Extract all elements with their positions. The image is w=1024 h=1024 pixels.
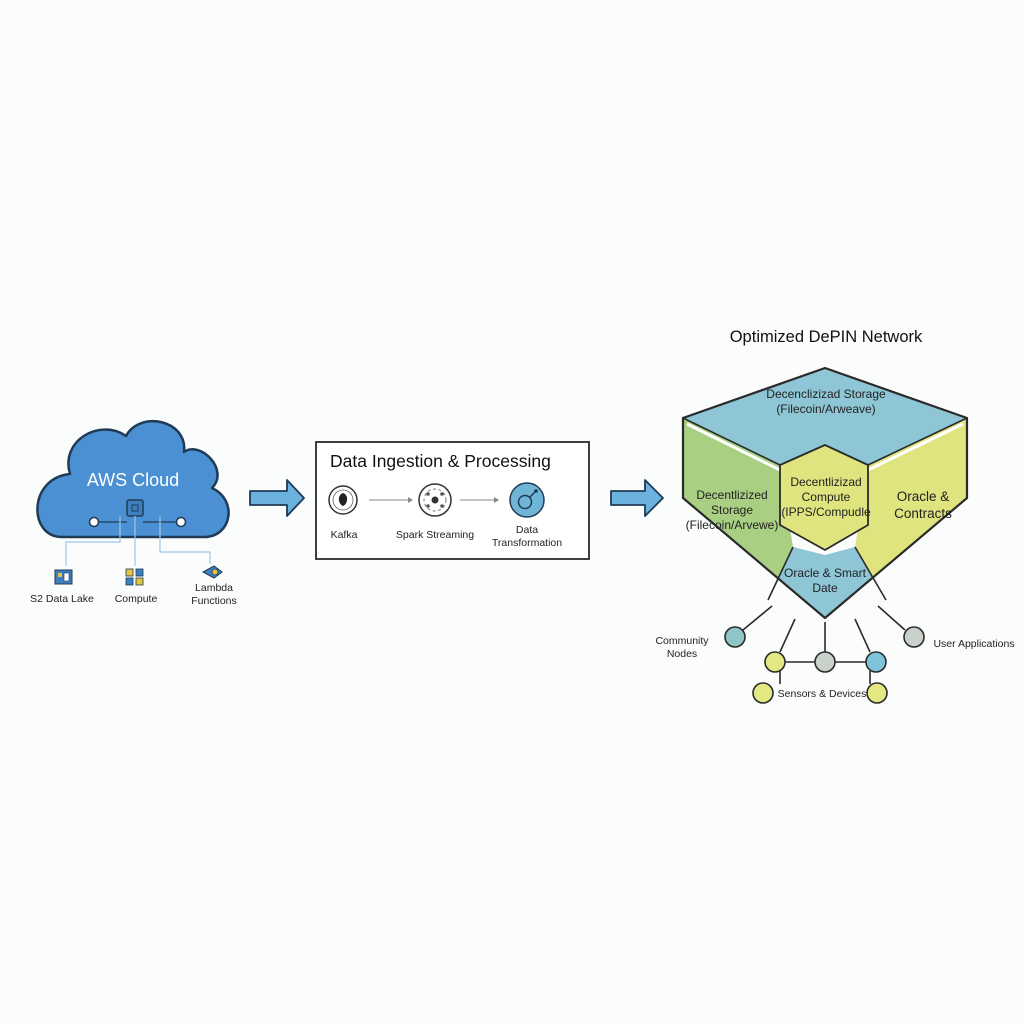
cloud-port-left [88, 516, 100, 528]
step-connector-2-head [494, 497, 499, 503]
network-nodes [724, 626, 925, 704]
hex-segment-center [779, 444, 869, 551]
kafka-icon [328, 485, 358, 515]
network-node-1 [764, 651, 786, 673]
sensors-devices-label: Sensors & Devices [777, 688, 867, 700]
hex-outline [681, 366, 969, 620]
user-applications-label: User Applications [933, 638, 1015, 650]
network-node-3 [865, 651, 887, 673]
network-title: Optimized DePIN Network [729, 328, 923, 346]
step-label-spark: Spark Streaming [395, 529, 475, 541]
step-connector-1-head [408, 497, 413, 503]
sensor-node-left [752, 682, 774, 704]
service-label-data-lake: S2 Data Lake [30, 593, 94, 605]
connector-to-datalake [65, 516, 121, 566]
cloud-port-right [175, 516, 187, 528]
ingestion-box [315, 441, 590, 560]
user-app-node [903, 626, 925, 648]
flow-arrow-2 [610, 479, 664, 517]
hex-dividers [682, 417, 968, 601]
service-label-compute: Compute [114, 593, 158, 605]
aws-cloud-title: AWS Cloud [86, 470, 180, 490]
step-label-transformation: Data Transformation [491, 524, 563, 550]
community-nodes-label: Community Nodes [655, 635, 709, 661]
node-connections [742, 605, 906, 684]
segment-label-center: Decentlizizad Compute (IPPS/Compudle [781, 475, 871, 519]
aws-cloud-group [36, 419, 230, 586]
spark-icon [418, 483, 452, 517]
segment-label-bottom: Oracle & Smart Date [783, 566, 867, 595]
transformation-icon [509, 482, 545, 518]
segment-label-top: Decenclizizad Storage (Filecoin/Arweave) [766, 387, 886, 416]
network-node-2 [814, 651, 836, 673]
ingestion-title: Data Ingestion & Processing [330, 451, 551, 471]
hex-segment-top [683, 368, 967, 465]
aws-hub-icon [126, 499, 144, 517]
storage-icon [54, 569, 73, 585]
service-label-lambda: Lambda Functions [191, 582, 237, 608]
connector-to-lambda [159, 516, 211, 564]
sensor-node-right [866, 682, 888, 704]
compute-grid-icon [125, 568, 144, 586]
lambda-icon [201, 565, 223, 579]
community-node [724, 626, 746, 648]
segment-label-left: Decentlizized Storage (Filecoin/Arvewe) [685, 488, 779, 532]
flow-arrow-1 [249, 479, 305, 517]
segment-label-right: Oracle & Contracts [894, 489, 952, 521]
hex-gaps [686, 422, 964, 472]
step-label-kafka: Kafka [330, 529, 358, 541]
aws-cloud-shape [36, 419, 230, 539]
